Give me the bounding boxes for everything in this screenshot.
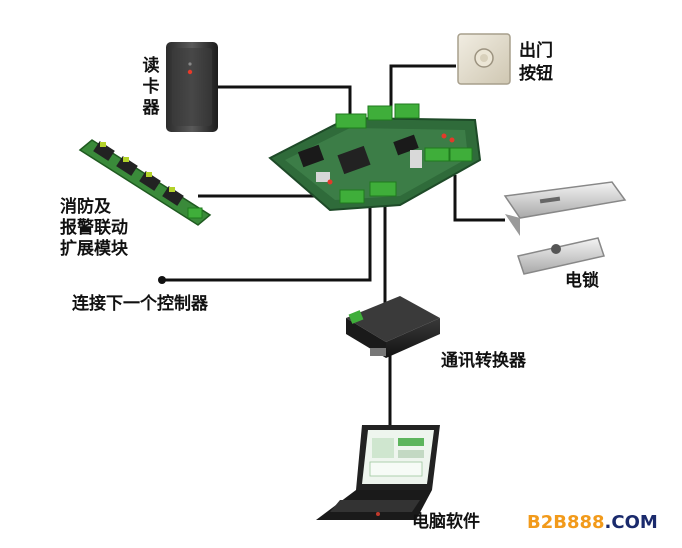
watermark-brand: B2B888	[527, 512, 605, 533]
controller-board	[268, 103, 482, 212]
electric-lock-label: 电锁	[565, 271, 599, 291]
electric-lock-device	[503, 181, 627, 275]
line-exit-button	[389, 64, 456, 106]
next-controller-dot	[158, 276, 166, 284]
line-electric-lock	[453, 175, 505, 222]
fire-alarm-module-device	[78, 139, 212, 226]
watermark-suffix: .COM	[604, 512, 658, 533]
exit-button-device	[457, 33, 511, 85]
card-reader-label-char: 器	[142, 98, 160, 118]
laptop-device	[316, 425, 440, 520]
line-card-reader	[218, 85, 352, 118]
card-reader-label: 读卡器	[141, 56, 161, 119]
fire-module-label: 消防及 报警联动 扩展模块	[60, 197, 128, 259]
card-reader-label-char: 读	[142, 56, 160, 76]
converter-device	[346, 296, 440, 358]
line-next-controller	[163, 202, 372, 282]
connection-lines	[163, 64, 505, 432]
converter-label: 通讯转换器	[441, 351, 526, 371]
next-controller-label: 连接下一个控制器	[72, 294, 208, 314]
exit-button-label: 出门 按钮	[519, 41, 553, 84]
card-reader-device	[166, 42, 218, 132]
software-label: 电脑软件	[412, 512, 480, 532]
watermark: B2B888.COM	[527, 512, 658, 533]
card-reader-label-char: 卡	[142, 77, 160, 97]
